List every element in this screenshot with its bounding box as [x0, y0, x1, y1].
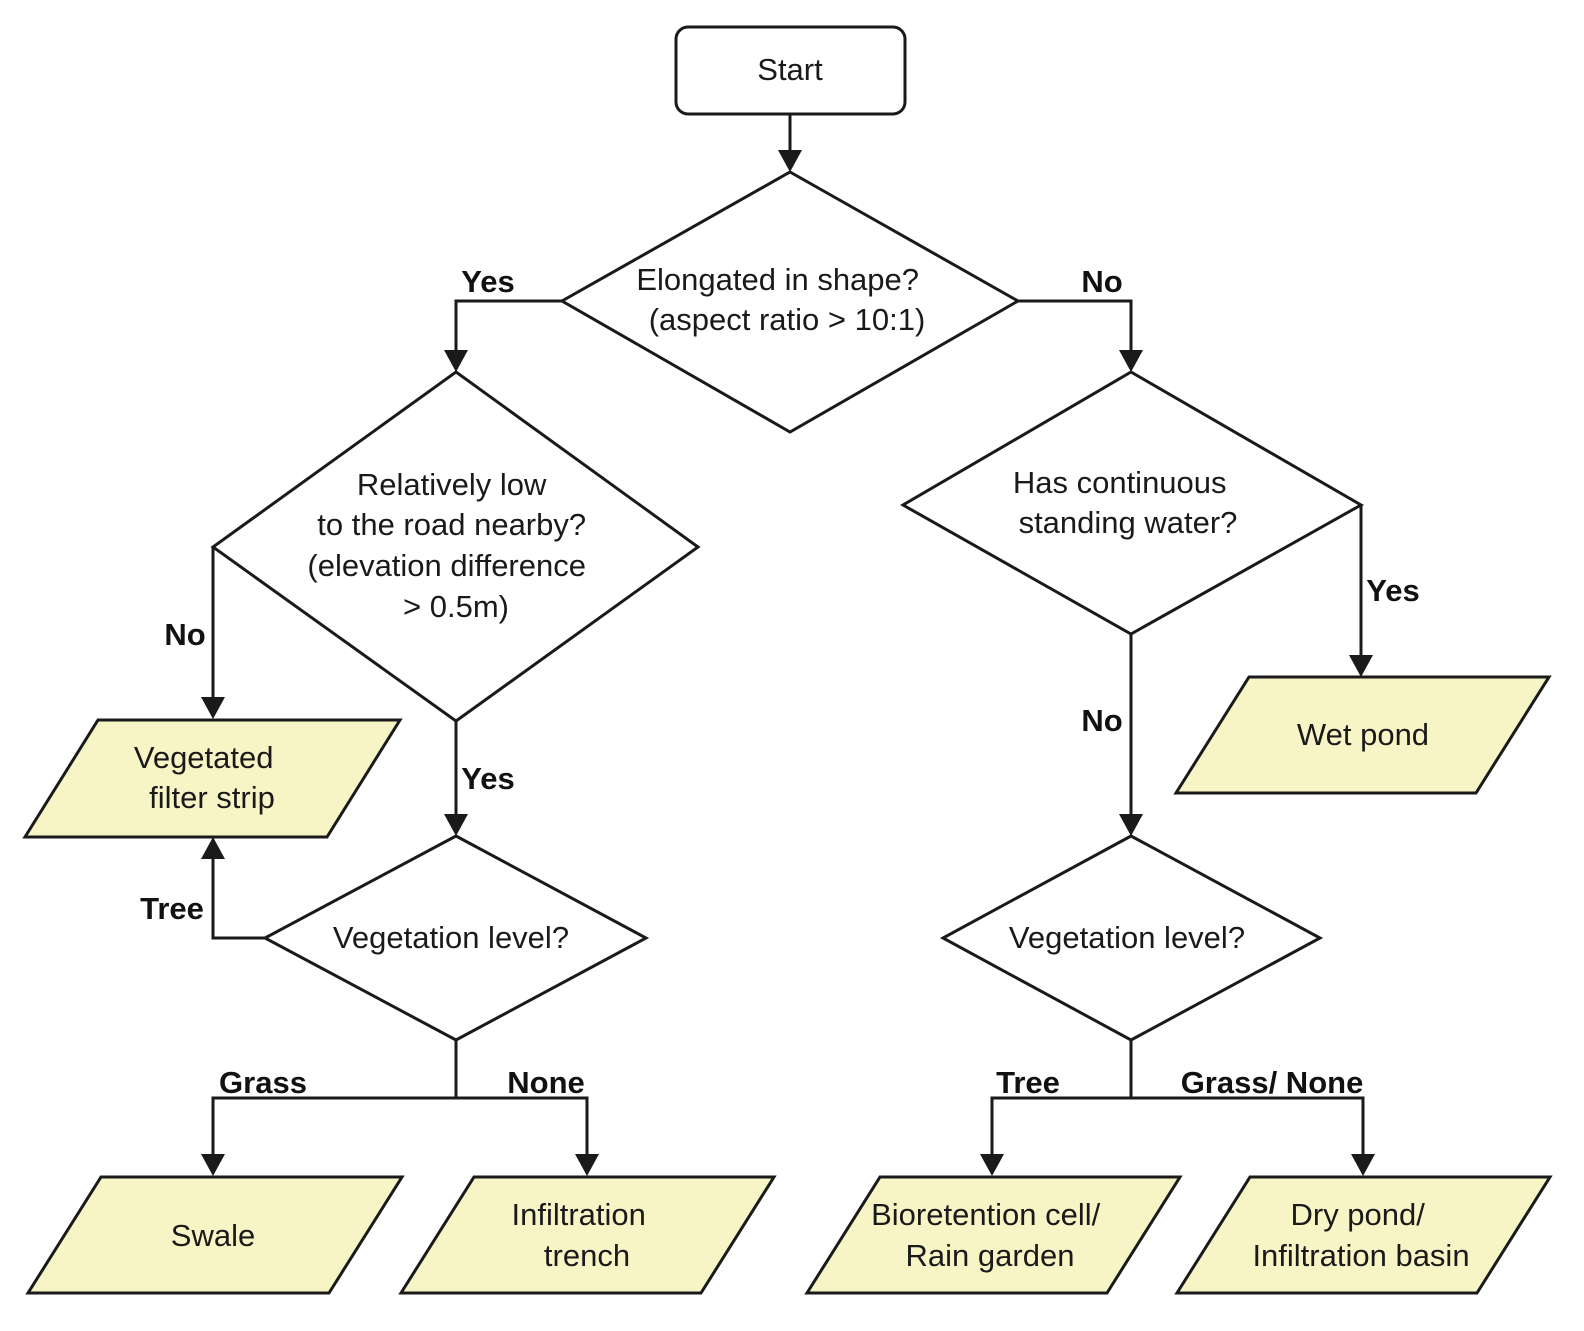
edge-elongated-no [1018, 299, 1133, 358]
connectors [211, 115, 1365, 1161]
arrowhead [980, 1154, 1004, 1176]
result-box [1173, 675, 1552, 795]
arrowheads [201, 150, 1375, 1176]
arrowhead [201, 1154, 225, 1176]
edge-label-elongated-no: No [1081, 264, 1122, 299]
edge-label-veg-left-tree: Tree [140, 891, 204, 926]
decision-elongated-label: Elongated in shape? (aspect ratio > 10:1… [636, 262, 927, 337]
decision-diamond [558, 170, 1022, 434]
edge-veg-left-none [456, 1096, 589, 1161]
edge-label-low-no: No [164, 617, 205, 652]
edge-elongated-yes [454, 299, 562, 358]
result-bioretention-cell-label: Bioretention cell/ Rain garden [871, 1197, 1109, 1273]
arrowhead [1349, 655, 1373, 677]
edge-labels: Yes No No Yes Yes No Tree Grass None Tre… [140, 264, 1420, 1100]
arrowhead [201, 837, 225, 859]
decision-elongated: Elongated in shape? (aspect ratio > 10:1… [558, 170, 1022, 434]
arrowhead [201, 697, 225, 719]
decision-diamond [210, 370, 701, 723]
start-box [674, 25, 907, 116]
decision-vegetation-right-label: Vegetation level? [1009, 920, 1245, 955]
decision-standing-water-label: Has continuous standing water? [1013, 465, 1238, 540]
result-dry-pond-label: Dry pond/ Infiltration basin [1252, 1197, 1469, 1273]
decision-relatively-low-label: Relatively low to the road nearby? (elev… [307, 467, 594, 624]
result-dry-pond: Dry pond/ Infiltration basin [1174, 1175, 1553, 1295]
edge-label-veg-left-grass: Grass [219, 1065, 307, 1100]
result-box [398, 1175, 777, 1295]
edge-label-water-no: No [1081, 703, 1122, 738]
result-bioretention-cell: Bioretention cell/ Rain garden [804, 1175, 1183, 1295]
arrowhead [1119, 814, 1143, 836]
decision-diamond [939, 834, 1324, 1042]
start-node: Start [674, 25, 907, 116]
result-box [804, 1175, 1183, 1295]
edge-veg-left-grass [211, 1040, 458, 1161]
decision-relatively-low: Relatively low to the road nearby? (elev… [210, 370, 701, 723]
edge-label-low-yes: Yes [461, 761, 514, 796]
arrowhead [1119, 350, 1143, 372]
edge-label-veg-right-tree: Tree [996, 1065, 1060, 1100]
result-box [25, 1175, 405, 1295]
result-wet-pond: Wet pond [1173, 675, 1552, 795]
arrowhead [444, 350, 468, 372]
edge-label-water-yes: Yes [1366, 573, 1419, 608]
result-infiltration-trench: Infiltration trench [398, 1175, 777, 1295]
result-box [22, 718, 403, 839]
decision-diamond [899, 370, 1365, 636]
edge-label-elongated-yes: Yes [461, 264, 514, 299]
result-vegetated-filter-strip: Vegetated filter strip [22, 718, 403, 839]
decision-standing-water: Has continuous standing water? [899, 370, 1365, 636]
result-swale-label: Swale [171, 1218, 255, 1253]
arrowhead [444, 814, 468, 836]
result-wet-pond-label: Wet pond [1297, 717, 1429, 752]
edge-veg-right-grass-none [1131, 1096, 1365, 1161]
start-label: Start [757, 52, 823, 87]
edge-label-veg-left-none: None [507, 1065, 585, 1100]
decision-diamond [261, 834, 650, 1042]
result-swale: Swale [25, 1175, 405, 1295]
arrowhead [1351, 1154, 1375, 1176]
decision-vegetation-right: Vegetation level? [939, 834, 1324, 1042]
decision-vegetation-left-label: Vegetation level? [333, 920, 569, 955]
edge-veg-right-tree [990, 1040, 1133, 1161]
arrowhead [778, 150, 802, 172]
decision-vegetation-left: Vegetation level? [261, 834, 650, 1042]
edge-label-veg-right-grass-none: Grass/ None [1181, 1065, 1364, 1100]
arrowhead [575, 1154, 599, 1176]
result-box [1174, 1175, 1553, 1295]
result-infiltration-trench-label: Infiltration trench [511, 1197, 654, 1273]
edge-veg-left-tree [211, 853, 265, 940]
result-vegetated-filter-strip-label: Vegetated filter strip [134, 740, 282, 815]
